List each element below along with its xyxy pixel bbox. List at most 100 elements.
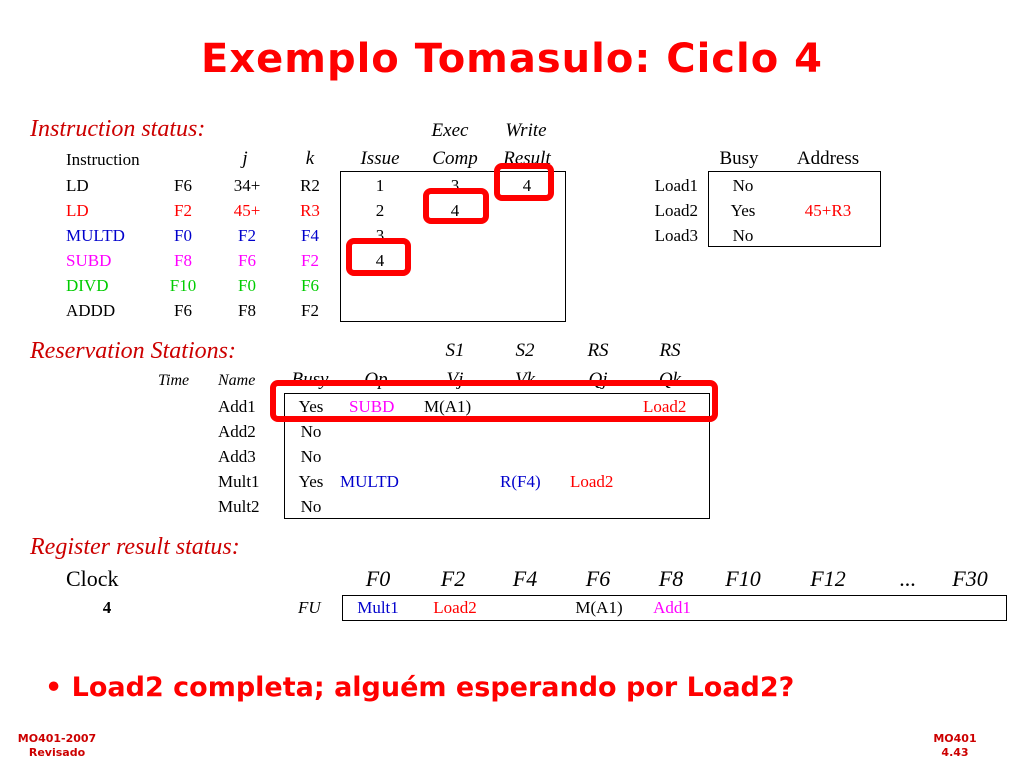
instr-issue: 4 — [375, 251, 385, 270]
instr-exec: 4 — [450, 201, 460, 220]
rs-qk: Load2 — [643, 397, 687, 416]
instr-k: F6 — [301, 276, 319, 295]
instr-j: F2 — [238, 226, 256, 245]
instr-j: F0 — [238, 276, 256, 295]
k-header: k — [305, 148, 315, 169]
register-header: F4 — [512, 566, 538, 591]
rs-header-2: RS — [659, 340, 681, 361]
register-header: F12 — [810, 566, 846, 591]
rs-vk: R(F4) — [500, 472, 541, 491]
instruction-status-box — [340, 171, 566, 322]
instr-k: F4 — [301, 226, 319, 245]
instr-dest: F6 — [174, 301, 192, 320]
rs-qj: Load2 — [570, 472, 614, 491]
time-header: Time — [158, 372, 190, 389]
register-header: F8 — [658, 566, 684, 591]
j-header: j — [242, 148, 248, 169]
footer-right-line: 4.43 — [941, 746, 969, 759]
fu-value: Add1 — [653, 598, 691, 617]
exec-header-bottom: Comp — [432, 148, 478, 169]
reservation-stations-heading: Reservation Stations: — [30, 338, 236, 364]
load-name: Load3 — [654, 226, 698, 245]
rs-name: Mult2 — [218, 497, 260, 516]
instr-j: 45+ — [233, 201, 261, 220]
register-status-box — [342, 595, 1007, 621]
rs-busy: Yes — [298, 397, 324, 416]
instr-op: LD — [66, 201, 89, 220]
clock-value: 4 — [102, 598, 112, 617]
instr-op: MULTD — [66, 226, 125, 245]
highlight-add1-row — [270, 380, 718, 422]
rs-name: Add3 — [218, 447, 256, 466]
instr-issue: 2 — [375, 201, 385, 220]
instr-k: R2 — [300, 176, 320, 195]
instr-op: LD — [66, 176, 89, 195]
instruction-status-heading: Instruction status: — [30, 116, 206, 142]
load-address-header: Address — [796, 148, 860, 169]
instr-j: F6 — [238, 251, 256, 270]
register-header: F2 — [440, 566, 466, 591]
slide-title: Exemplo Tomasulo: Ciclo 4 — [201, 36, 823, 82]
bullet-dot: • — [45, 672, 72, 703]
instruction-header: Instruction — [66, 150, 140, 169]
footer-right-line: MO401 — [933, 732, 977, 745]
write-header-top: Write — [505, 120, 547, 141]
instr-exec: 3 — [450, 176, 460, 195]
name-header: Name — [218, 372, 256, 389]
instr-op: SUBD — [66, 251, 112, 270]
register-header: F6 — [585, 566, 611, 591]
instr-op: ADDD — [66, 301, 116, 320]
footer-left: MO401-2007 Revisado — [8, 732, 106, 760]
footer-left-line: Revisado — [28, 746, 86, 759]
rs-busy: No — [300, 497, 322, 516]
load-busy-header: Busy — [719, 148, 759, 169]
instr-issue: 3 — [375, 226, 385, 245]
register-header: ... — [899, 566, 917, 591]
instr-k: R3 — [300, 201, 320, 220]
reservation-stations-box — [284, 393, 710, 519]
load-buffers-box — [708, 171, 881, 247]
instr-k: F2 — [301, 251, 319, 270]
highlight-issue — [346, 238, 411, 276]
clock-label: Clock — [66, 566, 119, 591]
rs-busy: No — [300, 447, 322, 466]
fu-value: Mult1 — [357, 598, 399, 617]
instr-dest: F10 — [169, 276, 197, 295]
highlight-exec-comp — [423, 188, 489, 224]
load-busy: No — [732, 226, 754, 245]
rs-op: SUBD — [349, 397, 395, 416]
footer-right: MO401 4.43 — [920, 732, 990, 760]
register-status-heading: Register result status: — [30, 534, 240, 560]
rs-name: Add2 — [218, 422, 256, 441]
instr-write: 4 — [522, 176, 532, 195]
load-busy: No — [732, 176, 754, 195]
register-header: F0 — [365, 566, 391, 591]
instr-k: F2 — [301, 301, 319, 320]
fu-value: Load2 — [433, 598, 477, 617]
instr-dest: F0 — [174, 226, 192, 245]
rs-name: Add1 — [218, 397, 256, 416]
instr-j: 34+ — [233, 176, 261, 195]
instr-issue: 1 — [375, 176, 385, 195]
register-header: F10 — [725, 566, 761, 591]
fu-value: M(A1) — [575, 598, 623, 617]
instr-j: F8 — [238, 301, 256, 320]
s1-header: S1 — [445, 340, 465, 361]
load-name: Load2 — [654, 201, 698, 220]
fu-label: FU — [298, 598, 321, 617]
rs-header-1: RS — [587, 340, 609, 361]
rs-busy: No — [300, 422, 322, 441]
highlight-write-result — [494, 163, 554, 201]
bullet-text: • Load2 completa; alguém esperando por L… — [45, 672, 794, 703]
load-busy: Yes — [730, 201, 756, 220]
rs-busy: Yes — [298, 472, 324, 491]
instr-dest: F6 — [174, 176, 192, 195]
issue-header: Issue — [360, 148, 400, 169]
load-address: 45+R3 — [804, 201, 852, 220]
load-name: Load1 — [654, 176, 698, 195]
register-header: F30 — [952, 566, 988, 591]
rs-vj: M(A1) — [424, 397, 472, 416]
exec-header-top: Exec — [431, 120, 469, 141]
rs-op: MULTD — [340, 472, 399, 491]
instr-op: DIVD — [66, 276, 109, 295]
